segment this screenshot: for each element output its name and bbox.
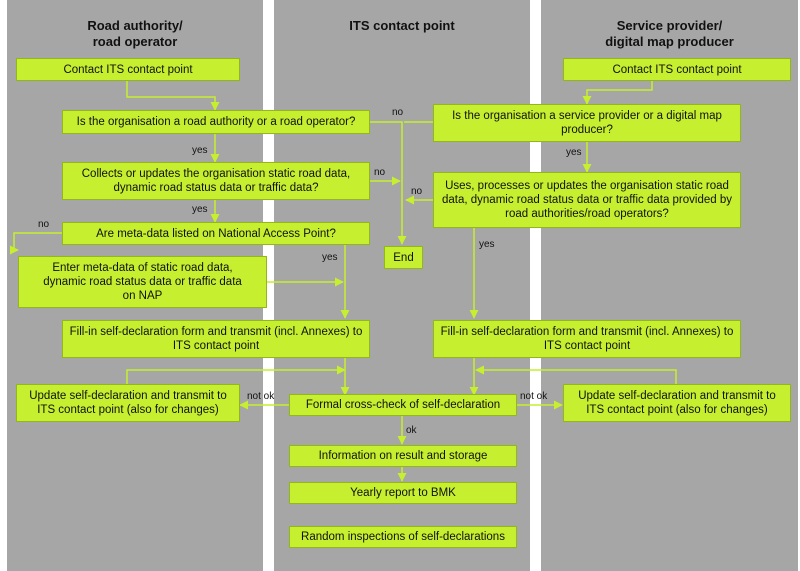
- update-right-text: Update self-declaration and transmit to …: [578, 390, 776, 416]
- lane-title-service-provider: Service provider/ digital map producer: [605, 18, 734, 49]
- metadata-listed-text: Are meta-data listed on National Access …: [96, 227, 336, 240]
- enter-metadata-box: Enter meta-data of static road data, dyn…: [18, 256, 267, 308]
- information-box: Information on result and storage: [289, 445, 517, 467]
- label-no-uses: no: [411, 186, 423, 197]
- uses-processes-decision: Uses, processes or updates the organisat…: [433, 172, 741, 228]
- label-yes-right: yes: [566, 147, 582, 158]
- collects-updates-decision: Collects or updates the organisation sta…: [62, 162, 370, 200]
- label-not-ok-left: not ok: [247, 391, 275, 402]
- label-not-ok-right: not ok: [520, 391, 548, 402]
- contact-its-left-text: Contact ITS contact point: [63, 63, 193, 76]
- label-yes-2: yes: [192, 204, 208, 215]
- yearly-report-box: Yearly report to BMK: [289, 482, 517, 504]
- update-left-text: Update self-declaration and transmit to …: [29, 390, 227, 416]
- random-inspections-text: Random inspections of self-declarations: [301, 531, 505, 543]
- lane-service-provider: Service provider/ digital map producer: [541, 0, 798, 571]
- label-no-collects: no: [374, 167, 386, 178]
- arrow-update-right-loop: [475, 365, 677, 384]
- label-no-meta: no: [38, 219, 50, 230]
- label-yes-1: yes: [192, 145, 208, 156]
- update-left-box: Update self-declaration and transmit to …: [16, 384, 240, 422]
- enter-metadata-text: Enter meta-data of static road data, dyn…: [43, 262, 242, 302]
- arrow-update-left-loop: [126, 365, 346, 384]
- label-no-top: no: [392, 107, 404, 118]
- formal-check-text: Formal cross-check of self-declaration: [305, 399, 501, 411]
- arrow-contact-right-to-question: [582, 81, 653, 105]
- metadata-listed-decision: Are meta-data listed on National Access …: [62, 222, 370, 245]
- label-yes-uses: yes: [479, 239, 495, 250]
- yearly-report-text: Yearly report to BMK: [350, 487, 456, 499]
- label-yes-meta: yes: [322, 252, 338, 263]
- update-right-box: Update self-declaration and transmit to …: [563, 384, 791, 422]
- fill-in-right-box: Fill-in self-declaration form and transm…: [433, 320, 741, 358]
- arrow-metadata-no: [9, 232, 62, 255]
- is-service-provider-text: Is the organisation a service provider o…: [452, 110, 722, 136]
- lane-title-road-authority: Road authority/ road operator: [87, 18, 183, 49]
- information-text: Information on result and storage: [318, 450, 488, 462]
- arrow-contact-to-question: [126, 81, 220, 111]
- lane-title-its-contact-point: ITS contact point: [349, 18, 455, 33]
- uses-processes-text: Uses, processes or updates the organisat…: [441, 180, 732, 220]
- fill-in-left-box: Fill-in self-declaration form and transm…: [62, 320, 370, 358]
- contact-its-left-box: Contact ITS contact point: [16, 58, 240, 81]
- end-box: End: [384, 246, 423, 269]
- end-text: End: [393, 251, 414, 264]
- formal-check-box: Formal cross-check of self-declaration: [289, 394, 517, 416]
- random-inspections-box: Random inspections of self-declarations: [289, 526, 517, 548]
- contact-its-right-text: Contact ITS contact point: [612, 63, 742, 76]
- contact-its-right-box: Contact ITS contact point: [563, 58, 791, 81]
- is-road-authority-decision: Is the organisation a road authority or …: [62, 110, 370, 134]
- fill-in-right-text: Fill-in self-declaration form and transm…: [440, 326, 734, 352]
- arrow-no-to-end: [370, 121, 407, 245]
- is-road-authority-text: Is the organisation a road authority or …: [76, 116, 356, 128]
- label-ok: ok: [406, 425, 417, 436]
- is-service-provider-decision: Is the organisation a service provider o…: [433, 104, 741, 142]
- collects-updates-text: Collects or updates the organisation sta…: [81, 168, 351, 194]
- fill-in-left-text: Fill-in self-declaration form and transm…: [69, 326, 363, 352]
